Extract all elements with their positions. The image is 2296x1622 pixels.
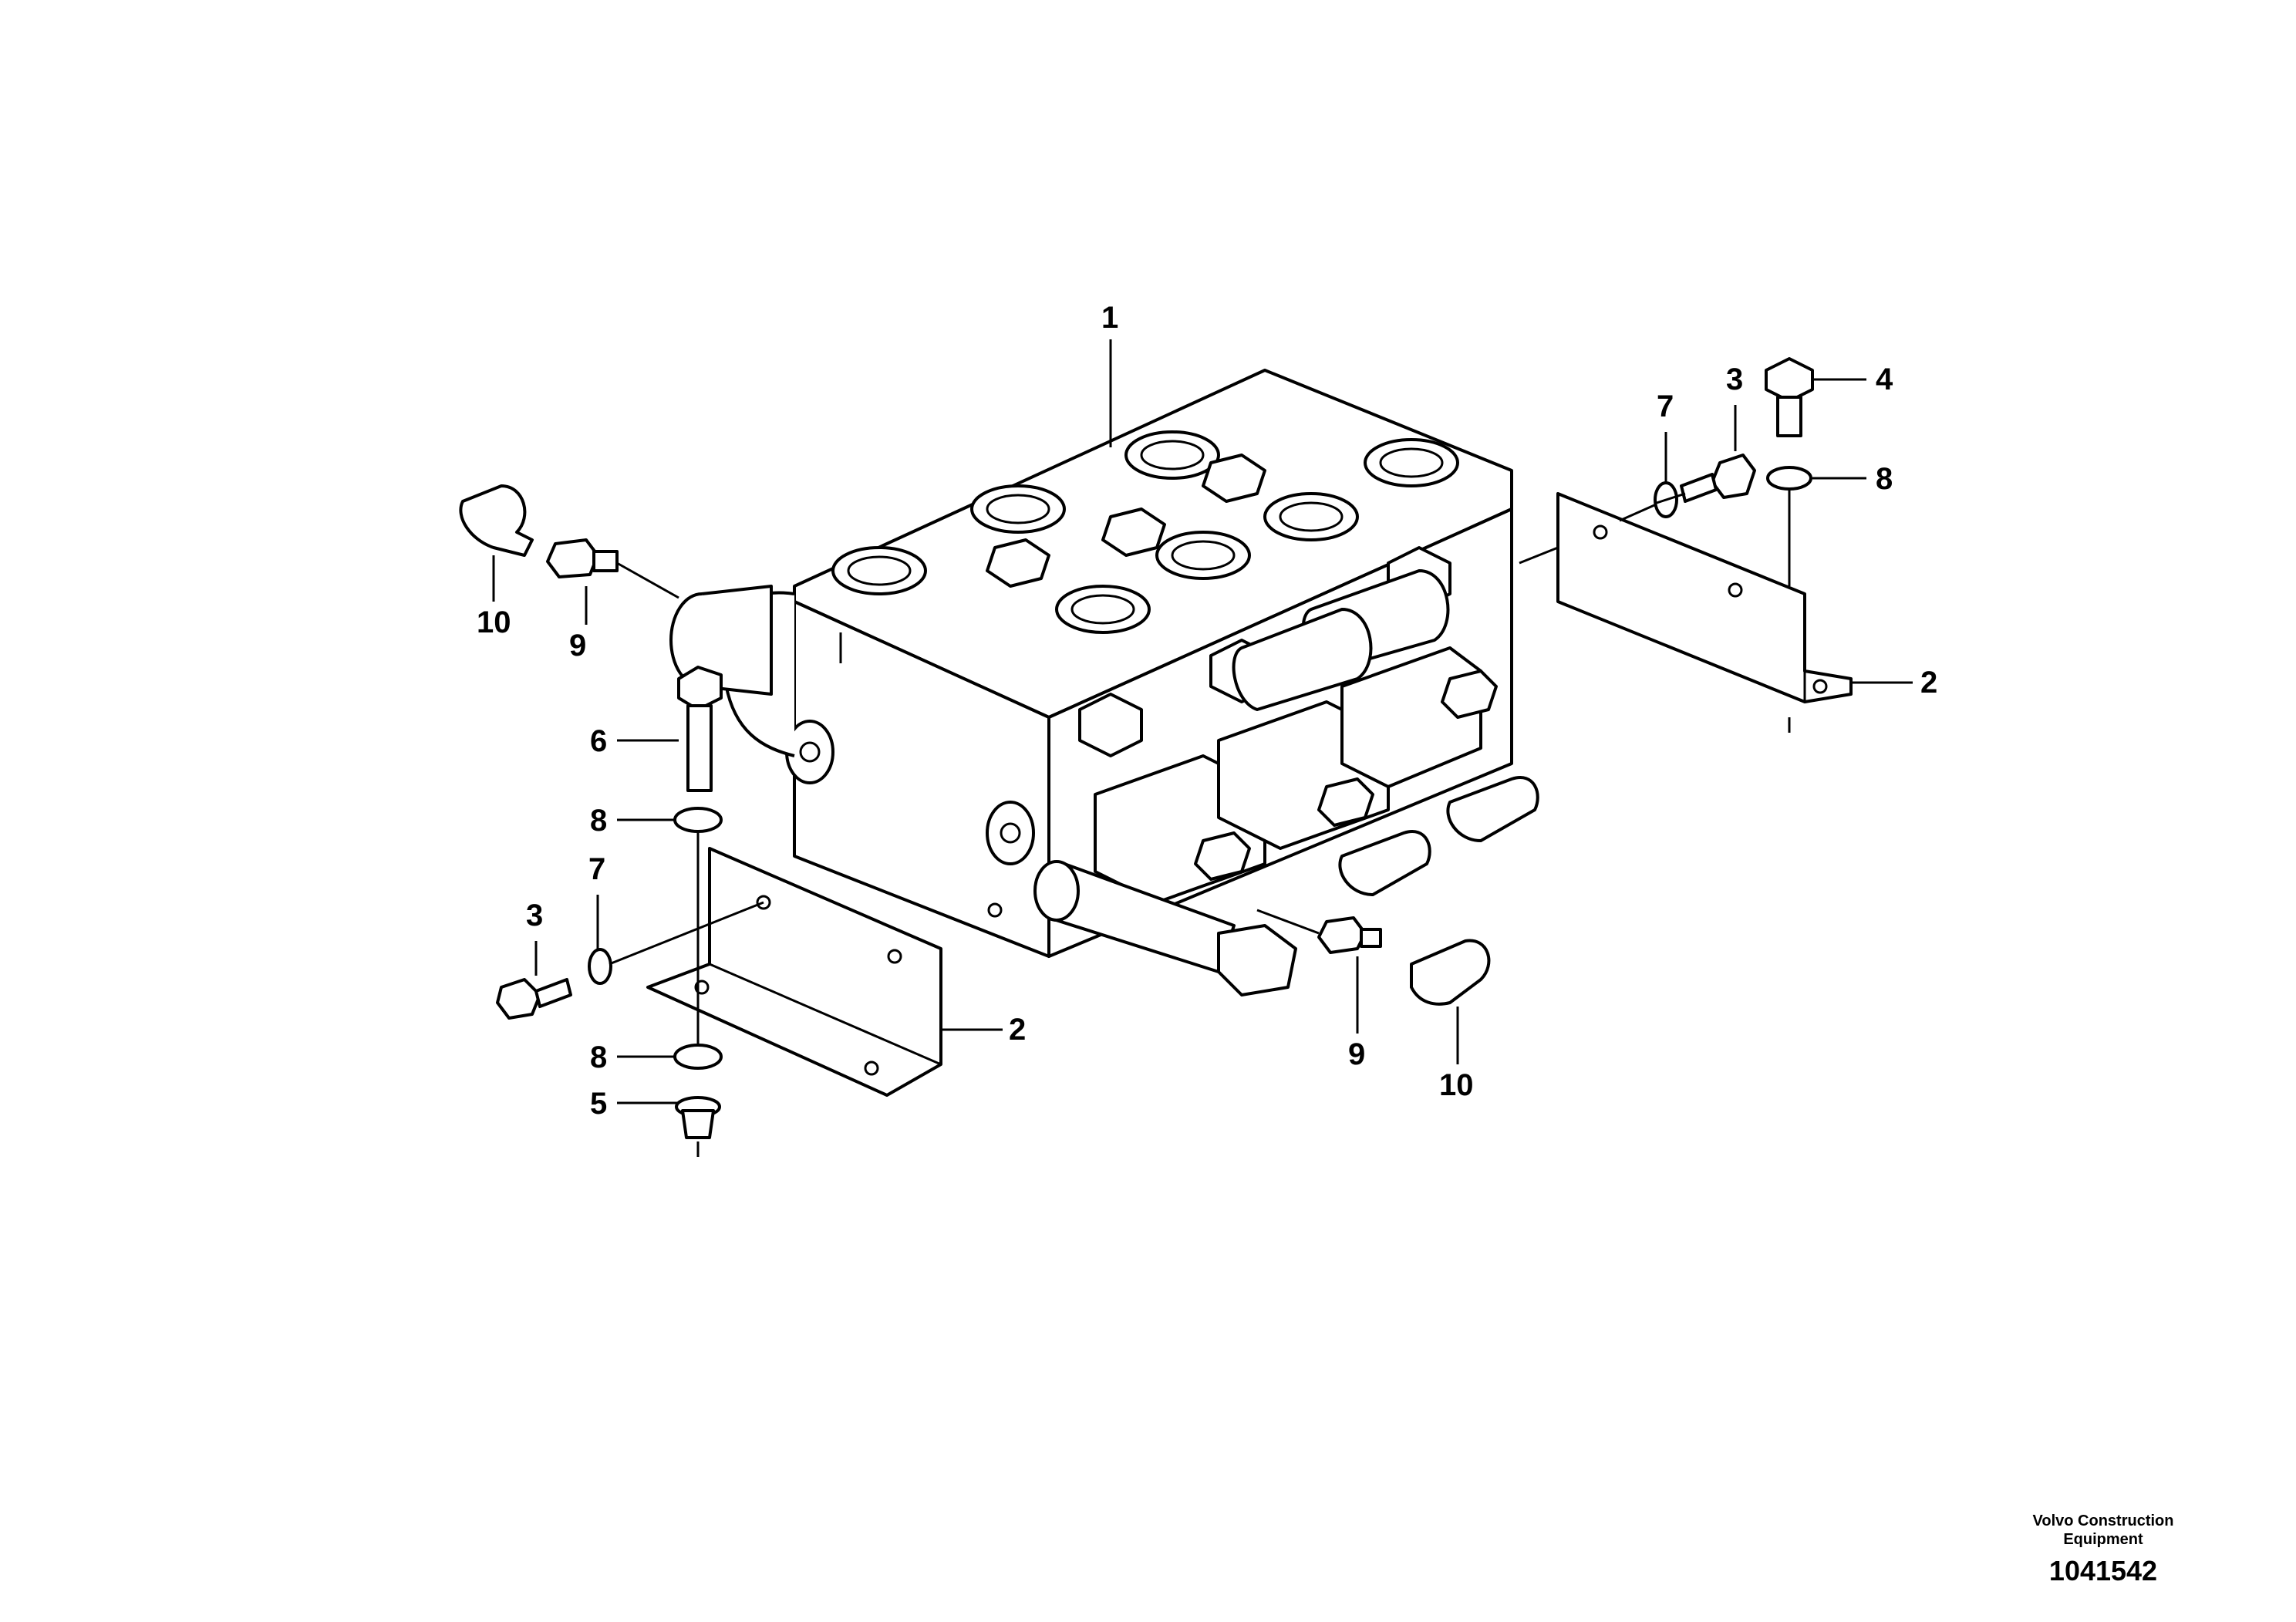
leader-lines xyxy=(492,339,1913,1157)
callout-8-low: 8 xyxy=(590,1040,607,1074)
callout-1: 1 xyxy=(1101,301,1118,335)
callouts: 1 2 2 3 3 4 5 6 7 7 8 8 8 9 9 10 10 xyxy=(477,301,1937,1121)
callout-9-left: 9 xyxy=(569,629,586,663)
brand-line-1: Volvo Construction xyxy=(2032,1512,2174,1529)
callout-2-right: 2 xyxy=(1920,666,1937,700)
callout-3-left: 3 xyxy=(526,899,543,932)
callout-7-left: 7 xyxy=(588,852,605,886)
callout-2-left: 2 xyxy=(1009,1013,1026,1047)
washer-8-mid xyxy=(673,807,723,833)
callout-10-left: 10 xyxy=(477,605,511,639)
callout-10-right: 10 xyxy=(1439,1068,1474,1102)
nipple-9-right xyxy=(1317,916,1382,954)
bracket-left xyxy=(646,847,942,1097)
nipple-9-left xyxy=(546,538,619,578)
callout-4: 4 xyxy=(1876,363,1893,396)
callout-6: 6 xyxy=(590,724,607,758)
washer-7-left xyxy=(588,948,612,985)
callout-9-right: 9 xyxy=(1348,1037,1365,1071)
bolt-4 xyxy=(1765,357,1814,437)
callout-8-right: 8 xyxy=(1876,462,1893,496)
drawing-number: 1041542 xyxy=(2048,1555,2158,1587)
screw-3-right xyxy=(1680,454,1756,503)
bolt-6 xyxy=(677,666,723,792)
callout-3-right: 3 xyxy=(1726,363,1743,396)
brand-line-2: Equipment xyxy=(2063,1531,2143,1548)
elbow-10-left xyxy=(459,484,534,557)
valve-block xyxy=(669,369,1539,996)
callout-5: 5 xyxy=(590,1087,607,1121)
screw-3-left xyxy=(496,978,572,1020)
callout-7-right: 7 xyxy=(1657,389,1674,423)
nut-5 xyxy=(675,1096,721,1139)
washer-8-right xyxy=(1766,466,1812,491)
elbow-10-right xyxy=(1410,939,1491,1006)
drawing-footer: Volvo Construction Equipment 1041542 xyxy=(1972,1512,2234,1587)
washer-8-low xyxy=(673,1044,723,1070)
callout-8-mid: 8 xyxy=(590,804,607,838)
bracket-right xyxy=(1556,492,1853,703)
